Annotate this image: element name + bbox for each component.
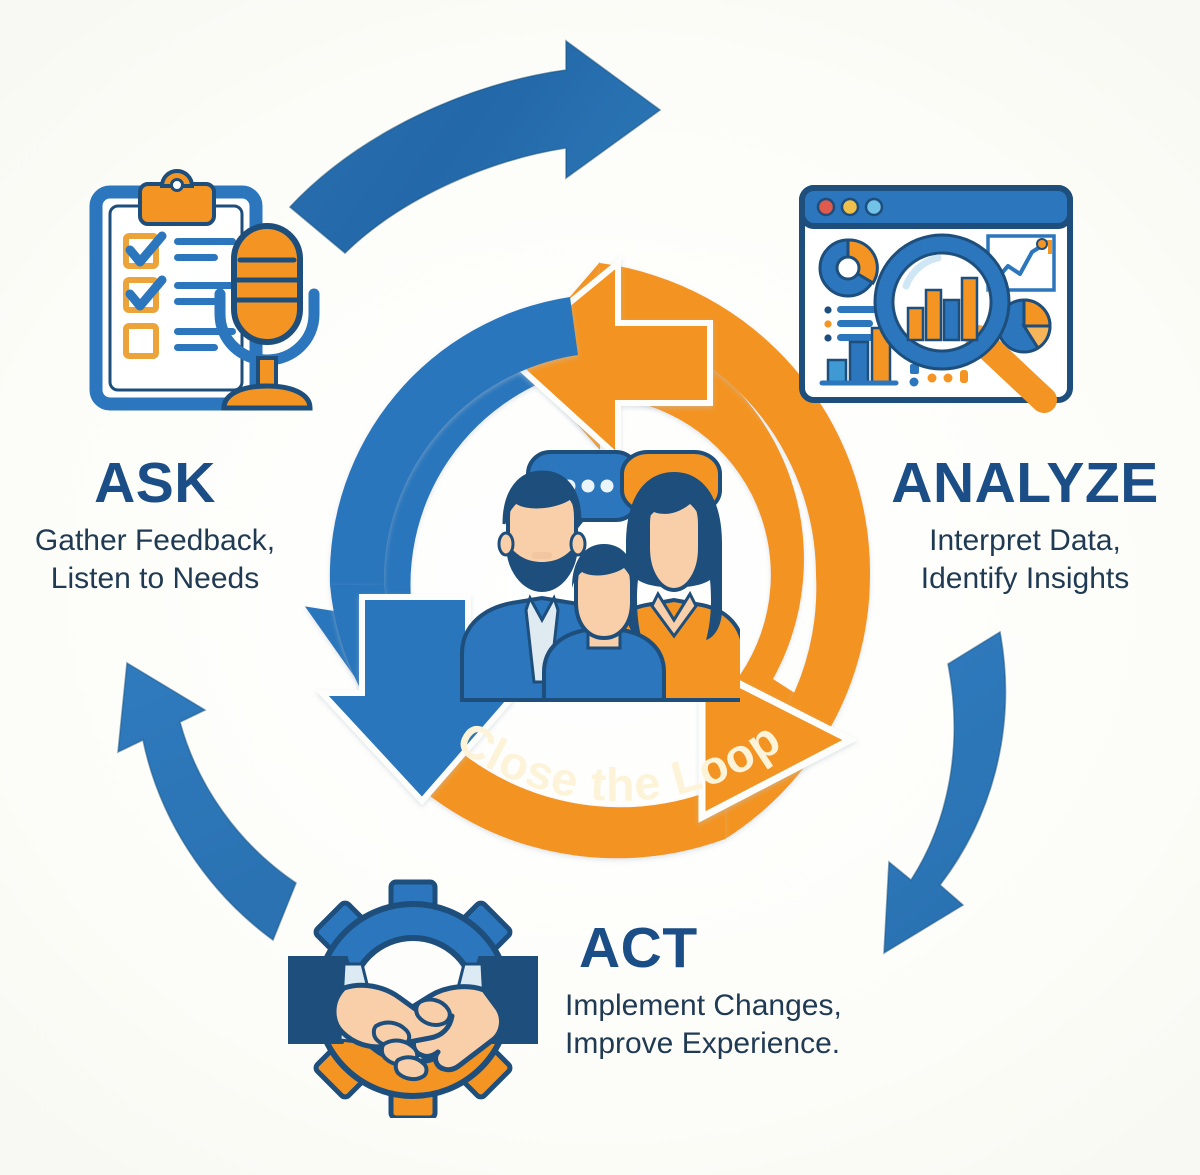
cycle-arrow-group: Close the Loop <box>304 256 871 859</box>
status-dots <box>909 364 968 387</box>
stage-title-ask: ASK <box>94 451 216 515</box>
stage-subtitle-analyze: Interpret Data, Identify Insights <box>920 524 1130 596</box>
window-dot-yellow <box>840 197 860 217</box>
clipboard-clip-icon <box>138 169 216 226</box>
microphone-icon <box>214 223 320 411</box>
outer-arrow-act-to-ask <box>117 661 297 942</box>
dashboard-magnifier-icon <box>799 185 1073 413</box>
customer-group-icon <box>460 450 740 702</box>
checklist-row-1 <box>123 231 236 269</box>
donut-chart-icon <box>818 238 879 298</box>
inner-blue-band-left <box>329 297 578 585</box>
clipboard-microphone-icon <box>89 169 320 411</box>
inner-orange-band-bottom <box>370 707 725 859</box>
inner-orange-band-right <box>600 263 871 839</box>
stage-label-ask: ASK Gather Feedback, Listen to Needs <box>0 455 310 599</box>
stage-title-analyze: ANALYZE <box>891 451 1159 515</box>
bar-chart-icon <box>819 326 899 386</box>
stage-subtitle-ask: Gather Feedback, Listen to Needs <box>34 524 276 596</box>
handshake-icon <box>288 956 538 1082</box>
stage-label-analyze: ANALYZE Interpret Data, Identify Insight… <box>865 455 1185 599</box>
person-child <box>542 544 666 702</box>
outer-arrow-analyze-to-act <box>883 630 1007 955</box>
pie-chart-icon <box>996 298 1052 354</box>
stage-label-act: ACT Implement Changes, Improve Experienc… <box>565 920 895 1064</box>
lens-bar-chart <box>906 276 979 342</box>
gear-handshake-icon <box>288 879 538 1118</box>
legend-lines <box>824 306 883 342</box>
window-dot-blue <box>864 197 884 217</box>
checklist-row-2 <box>123 275 236 313</box>
magnifying-glass-icon <box>873 233 1057 413</box>
inner-orange-arrowhead-top <box>501 256 713 464</box>
act-icon-container <box>288 878 538 1123</box>
window-dot-red <box>816 197 836 217</box>
stage-title-act: ACT <box>579 916 698 980</box>
outer-arrow-ask-to-analyze <box>288 39 662 255</box>
analyze-icon-container <box>792 178 1082 423</box>
stage-subtitle-act: Implement Changes, Improve Experience. <box>565 989 842 1061</box>
ask-icon-container <box>88 168 328 423</box>
